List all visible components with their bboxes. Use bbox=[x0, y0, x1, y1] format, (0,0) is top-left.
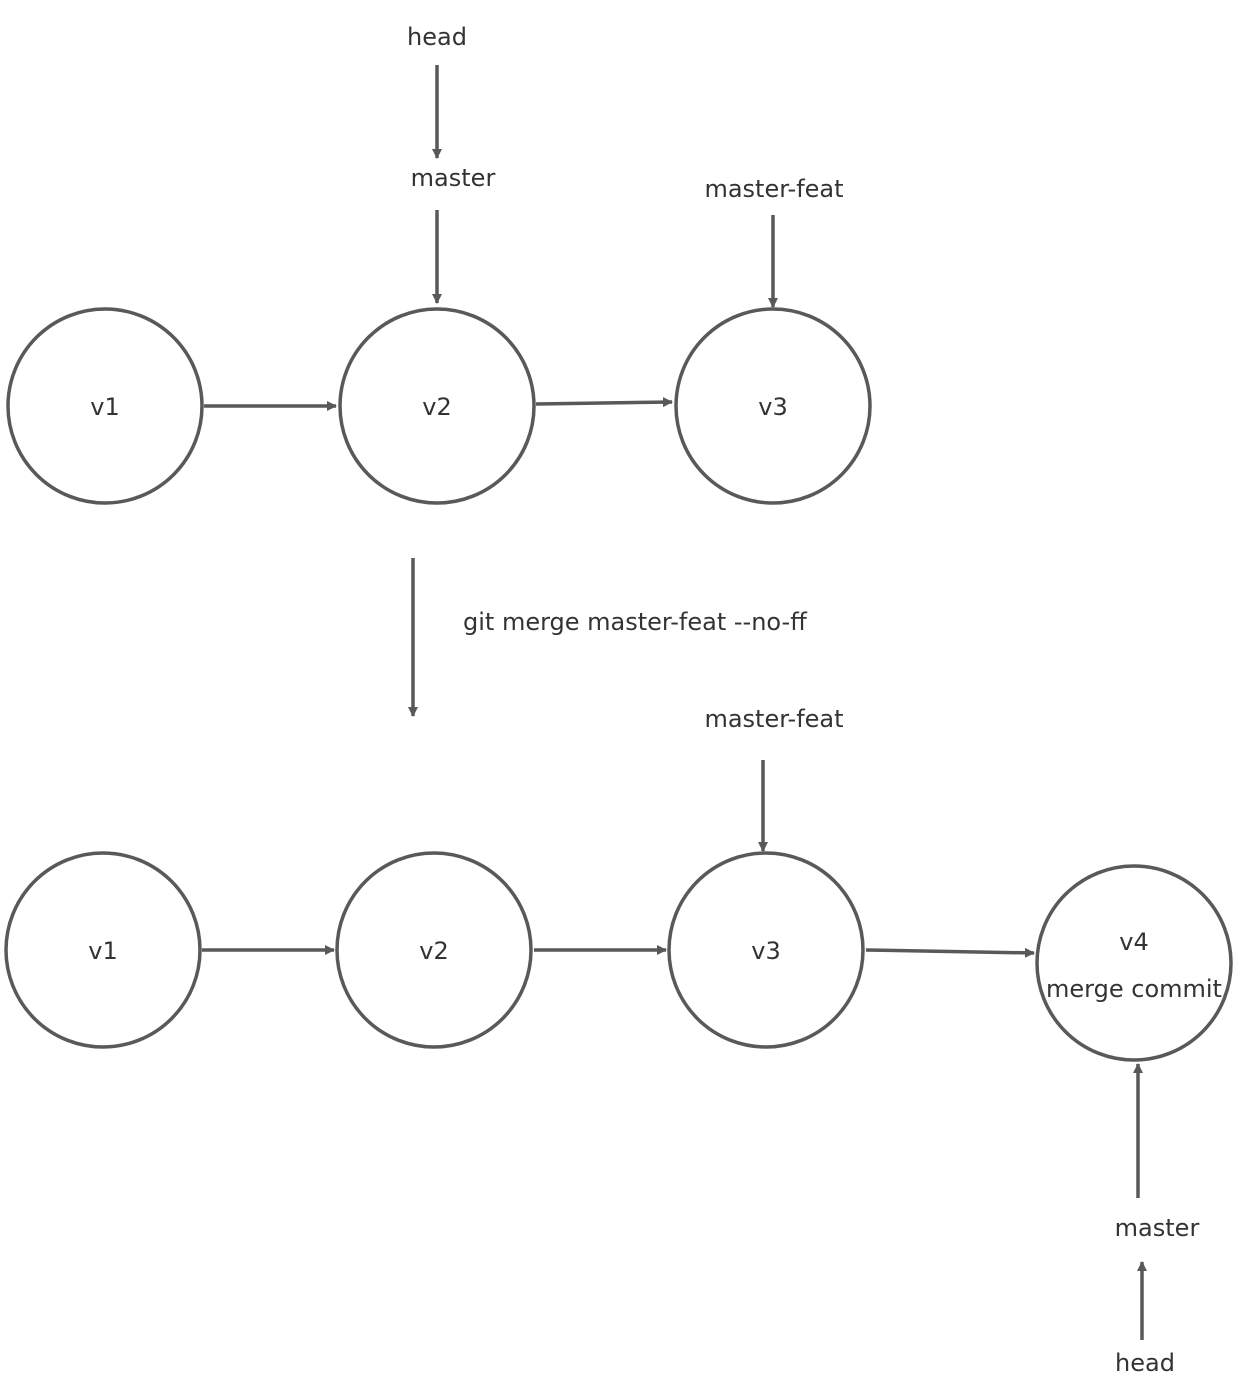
commit-label: v3 bbox=[758, 393, 787, 421]
commit-label: v2 bbox=[419, 937, 448, 965]
commit-node-v3: v3 bbox=[667, 851, 865, 1049]
merge-commit-label: merge commit bbox=[1046, 975, 1222, 1003]
top-master-feat-label: master-feat bbox=[704, 175, 843, 203]
commit-label: v4 bbox=[1119, 928, 1148, 956]
commit-label: v1 bbox=[90, 393, 119, 421]
commit-node-v2: v2 bbox=[338, 307, 536, 505]
top-head-label: head bbox=[407, 23, 467, 51]
commit-node-v3: v3 bbox=[674, 307, 872, 505]
merge-command-label: git merge master-feat --no-ff bbox=[463, 608, 807, 636]
commit-label: v2 bbox=[422, 393, 451, 421]
v2-to-v3-arrow bbox=[535, 397, 673, 408]
bottom-master-label: master bbox=[1115, 1214, 1200, 1242]
top-master-label: master bbox=[411, 164, 496, 192]
v3-to-v4-arrow bbox=[865, 947, 1035, 958]
commit-label: v1 bbox=[88, 937, 117, 965]
commit-label: v3 bbox=[751, 937, 780, 965]
commit-node-v1: v1 bbox=[4, 851, 202, 1049]
bottom-head-label: head bbox=[1115, 1349, 1175, 1377]
commit-node-v1: v1 bbox=[6, 307, 204, 505]
commit-node-v4-merge: v4 merge commit bbox=[1035, 864, 1233, 1062]
bottom-master-feat-label: master-feat bbox=[704, 705, 843, 733]
commit-node-v2: v2 bbox=[335, 851, 533, 1049]
